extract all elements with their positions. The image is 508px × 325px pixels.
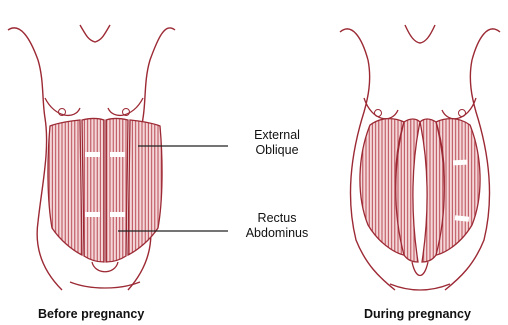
tendon-band-2-left — [85, 212, 100, 217]
figure-before-pregnancy — [8, 25, 175, 290]
label-rectus-abdominus: Rectus Abdominus — [236, 211, 318, 241]
tendon-band-1-left — [85, 152, 100, 157]
rectus-abdominus-right-before — [106, 119, 128, 263]
label-external-oblique: External Oblique — [236, 128, 318, 158]
left-nipple-during — [375, 110, 382, 117]
caption-during-pregnancy: During pregnancy — [364, 307, 471, 321]
rectus-abdominus-left-before — [82, 119, 104, 263]
tendon-band-1-right — [110, 152, 125, 157]
external-oblique-right-before — [128, 120, 162, 255]
lower-outline-before — [70, 262, 140, 288]
label-external-oblique-line1: External — [236, 128, 318, 143]
figure-during-pregnancy — [340, 25, 500, 290]
tendon-band-during-1 — [453, 160, 467, 166]
external-oblique-left-before — [48, 120, 82, 255]
tendon-band-2-right — [110, 212, 125, 217]
shoulder-curves-before — [45, 98, 143, 115]
label-rectus-line2: Abdominus — [236, 226, 318, 241]
lower-outline-during — [390, 262, 450, 290]
right-nipple-during — [459, 110, 466, 117]
label-external-oblique-line2: Oblique — [236, 143, 318, 158]
caption-before-pregnancy: Before pregnancy — [38, 307, 144, 321]
label-rectus-line1: Rectus — [236, 211, 318, 226]
